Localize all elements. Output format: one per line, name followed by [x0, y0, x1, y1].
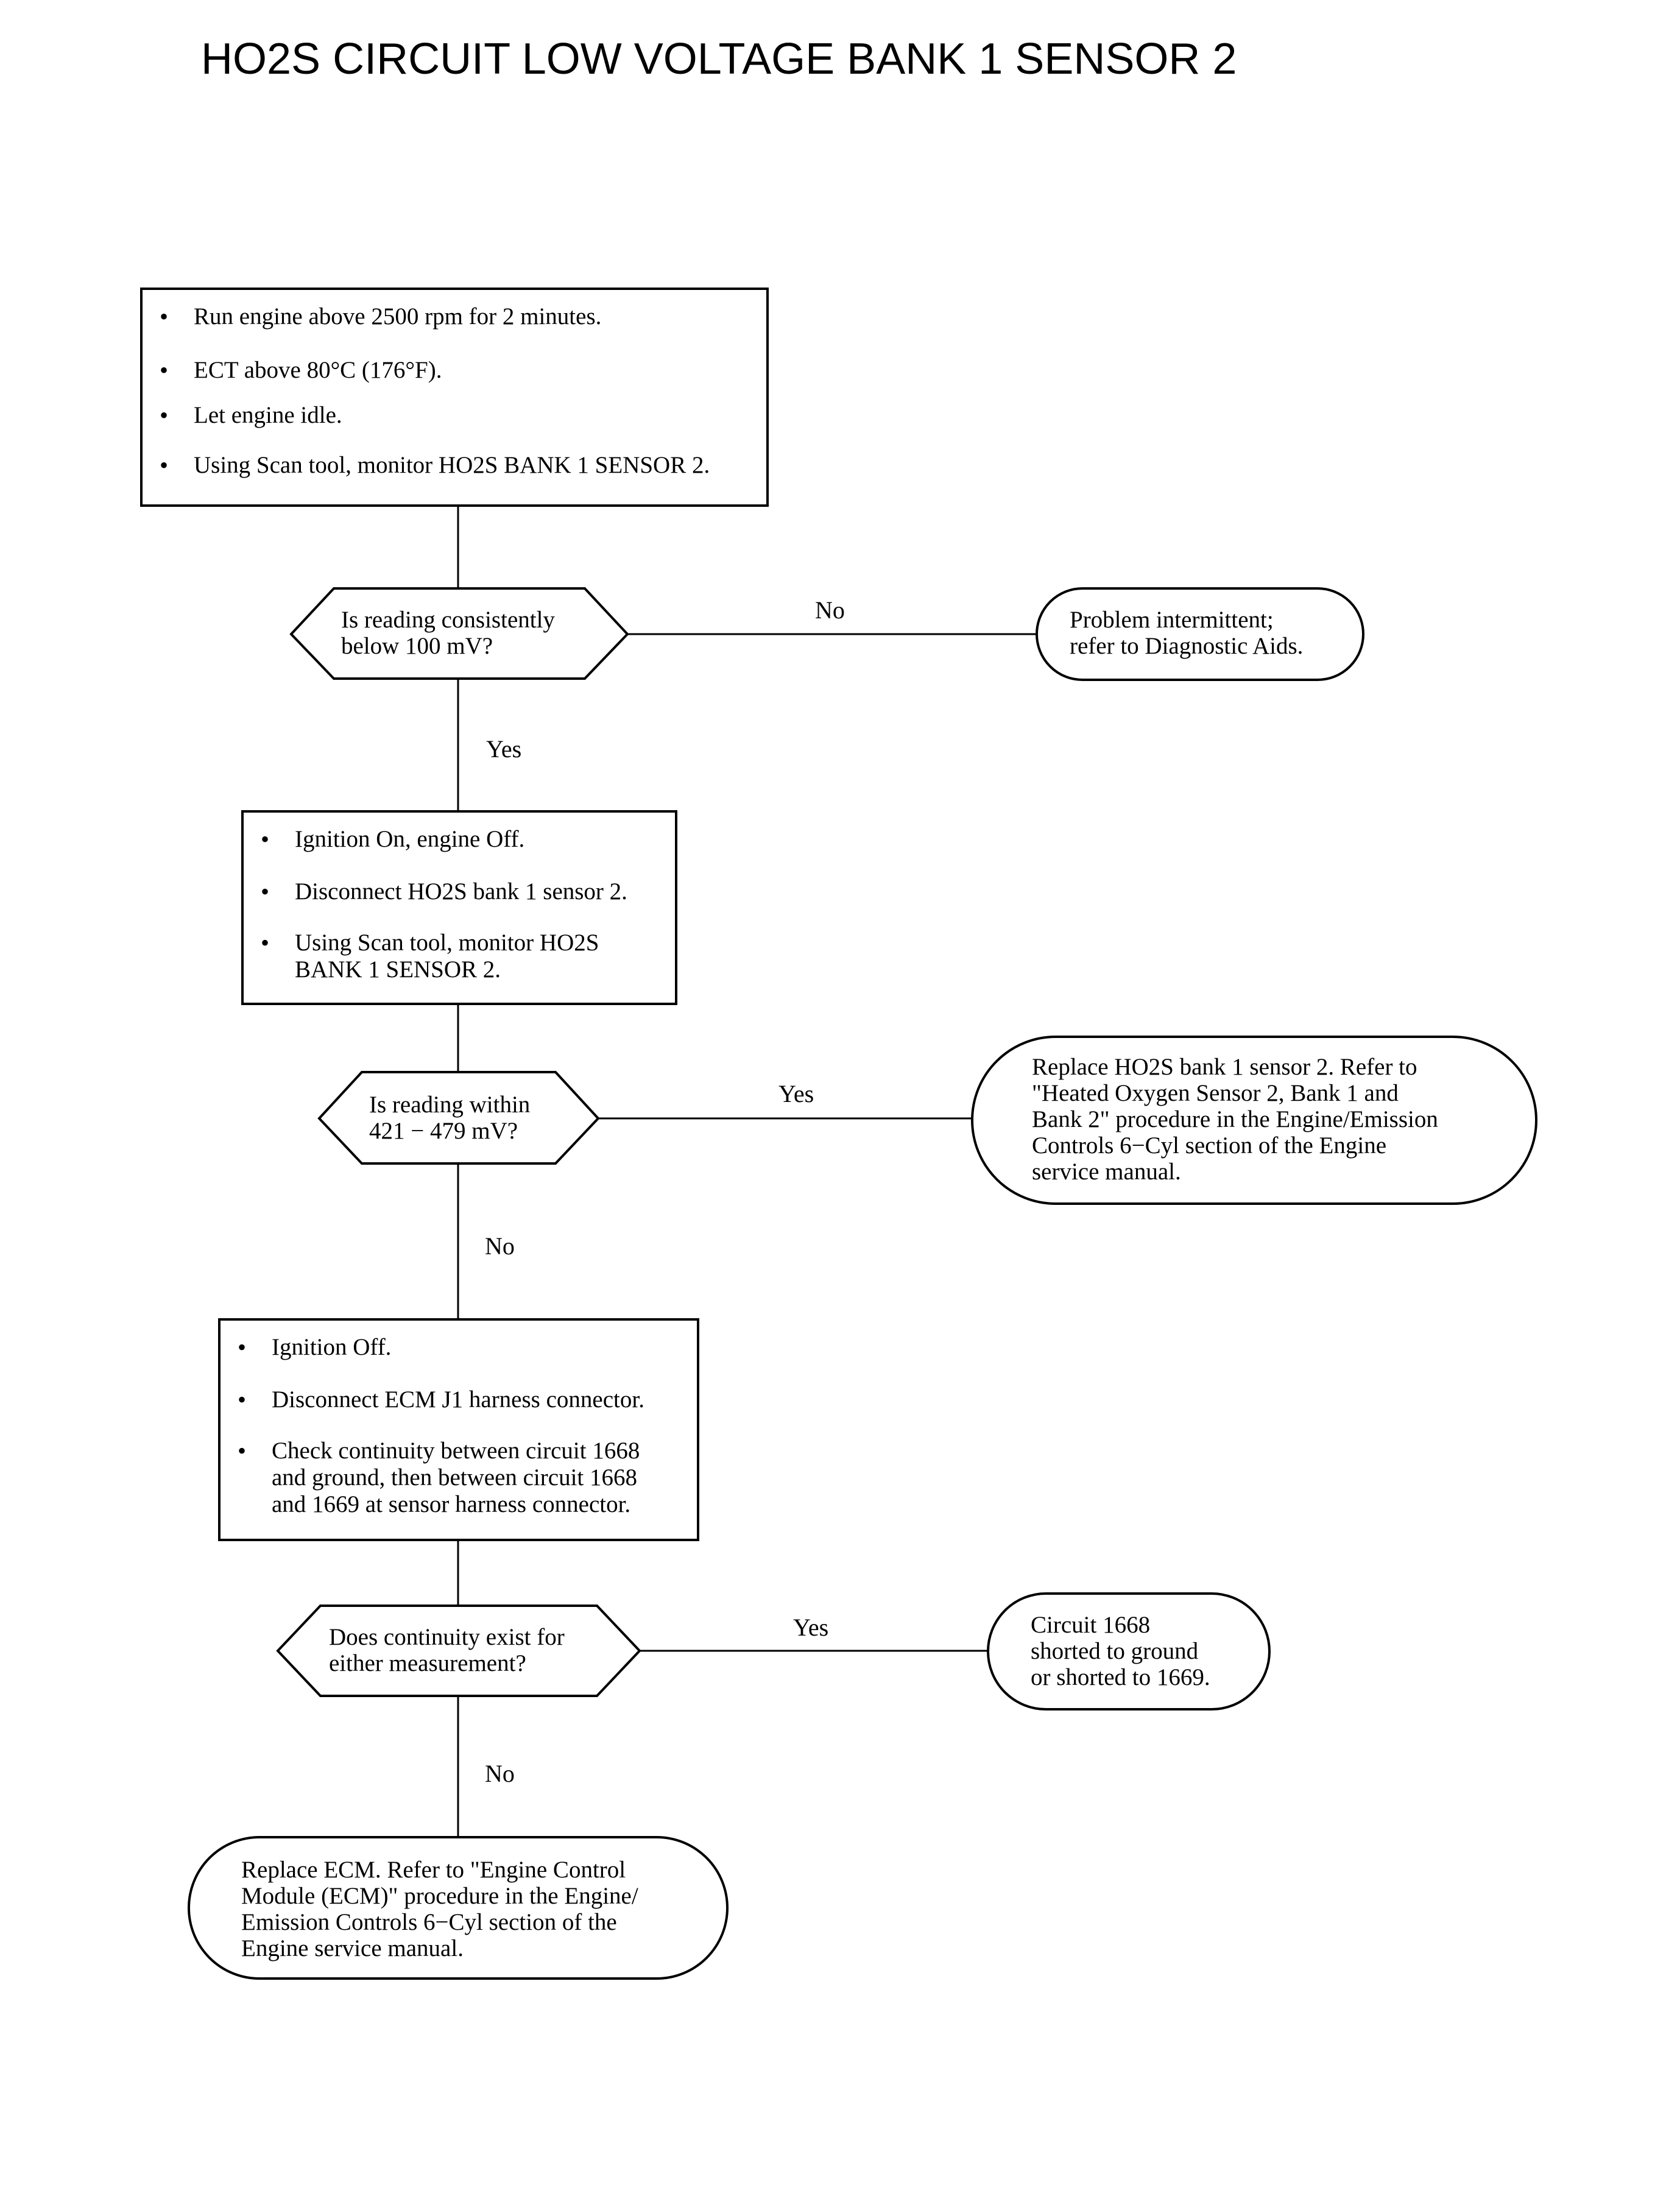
- result4-terminal: Replace ECM. Refer to "Engine Control Mo…: [188, 1836, 729, 1980]
- decision2-no-label: No: [485, 1232, 515, 1260]
- bullet-icon: •: [160, 303, 169, 330]
- decision3-yes-label: Yes: [793, 1614, 829, 1641]
- bullet-icon: •: [160, 451, 169, 479]
- decision3-line-1: Does continuity exist for: [329, 1624, 565, 1650]
- step2-item-3: •Using Scan tool, monitor HO2S BANK 1 SE…: [261, 929, 599, 983]
- decision1-shape: [289, 587, 629, 680]
- result1-line-1: Problem intermittent;: [1070, 607, 1274, 633]
- decision2-line-1: Is reading within: [369, 1092, 531, 1118]
- bullet-icon: •: [238, 1333, 247, 1361]
- step3-item-2: •Disconnect ECM J1 harness connector.: [238, 1386, 644, 1413]
- result3-line-3: or shorted to 1669.: [1031, 1664, 1210, 1690]
- result2-line-3: Bank 2" procedure in the Engine/Emission: [1032, 1106, 1438, 1132]
- result3-line-1: Circuit 1668: [1031, 1612, 1151, 1638]
- bullet-icon: •: [160, 401, 169, 429]
- step2-box: •Ignition On, engine Off. •Disconnect HO…: [241, 810, 677, 1005]
- result2-terminal: Replace HO2S bank 1 sensor 2. Refer to "…: [971, 1036, 1537, 1205]
- page-title: HO2S CIRCUIT LOW VOLTAGE BANK 1 SENSOR 2: [201, 35, 1237, 83]
- step1-item-4: •Using Scan tool, monitor HO2S BANK 1 SE…: [160, 451, 710, 479]
- step1-box: •Run engine above 2500 rpm for 2 minutes…: [140, 288, 769, 507]
- step2-item-2: •Disconnect HO2S bank 1 sensor 2.: [261, 878, 627, 905]
- result3-line-2: shorted to ground: [1031, 1638, 1199, 1664]
- decision2-line-2: 421 − 479 mV?: [369, 1118, 518, 1144]
- bullet-icon: •: [261, 878, 270, 905]
- step3-item-3: •Check continuity between circuit 1668 a…: [238, 1437, 640, 1518]
- step1-item-2: •ECT above 80°C (176°F).: [160, 356, 442, 384]
- result1-line-2: refer to Diagnostic Aids.: [1070, 633, 1304, 659]
- result4-line-2: Module (ECM)" procedure in the Engine/: [241, 1883, 638, 1909]
- result1-terminal: Problem intermittent; refer to Diagnosti…: [1036, 587, 1364, 681]
- decision3-shape: [276, 1605, 641, 1697]
- decision2-shape: [317, 1071, 600, 1165]
- result2-line-5: service manual.: [1032, 1159, 1181, 1185]
- bullet-icon: •: [238, 1386, 247, 1413]
- step3-box: •Ignition Off. •Disconnect ECM J1 harnes…: [218, 1318, 699, 1541]
- step1-item-1: •Run engine above 2500 rpm for 2 minutes…: [160, 303, 602, 330]
- decision1-yes-label: Yes: [486, 735, 522, 763]
- step1-item-3: •Let engine idle.: [160, 401, 342, 429]
- decision1-no-label: No: [815, 596, 845, 624]
- bullet-icon: •: [238, 1437, 247, 1464]
- decision3-line-2: either measurement?: [329, 1650, 526, 1676]
- decision2-yes-label: Yes: [778, 1080, 814, 1107]
- result4-line-1: Replace ECM. Refer to "Engine Control: [241, 1857, 626, 1883]
- result4-line-3: Emission Controls 6−Cyl section of the: [241, 1909, 617, 1935]
- decision1-line-2: below 100 mV?: [341, 633, 493, 659]
- result2-line-1: Replace HO2S bank 1 sensor 2. Refer to: [1032, 1054, 1417, 1080]
- result4-line-4: Engine service manual.: [241, 1935, 464, 1961]
- step3-item-1: •Ignition Off.: [238, 1333, 392, 1361]
- decision3-no-label: No: [485, 1760, 515, 1787]
- bullet-icon: •: [160, 356, 169, 384]
- result2-line-2: "Heated Oxygen Sensor 2, Bank 1 and: [1032, 1080, 1399, 1106]
- step2-item-1: •Ignition On, engine Off.: [261, 825, 525, 853]
- result2-line-4: Controls 6−Cyl section of the Engine: [1032, 1132, 1387, 1159]
- result3-terminal: Circuit 1668 shorted to ground or shorte…: [987, 1592, 1271, 1710]
- decision1-line-1: Is reading consistently: [341, 607, 555, 633]
- bullet-icon: •: [261, 825, 270, 853]
- bullet-icon: •: [261, 929, 270, 956]
